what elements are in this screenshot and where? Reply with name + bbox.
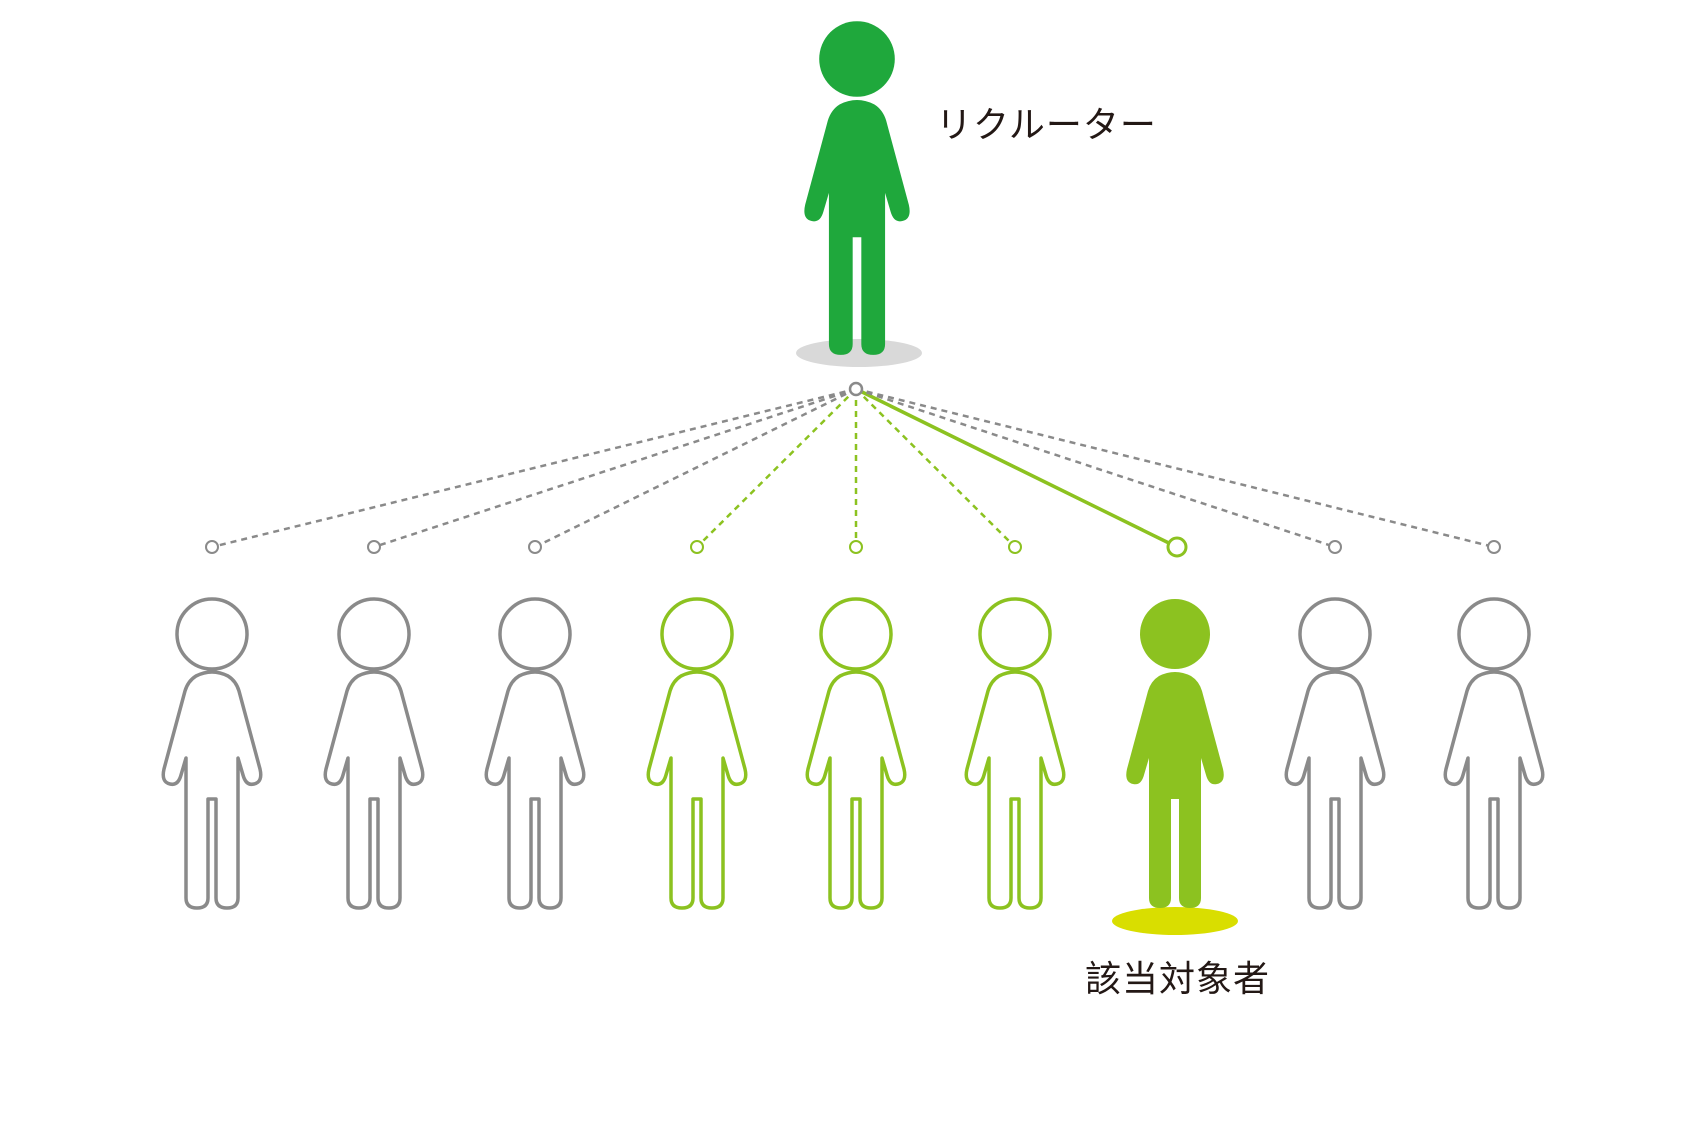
- link-line-4: [696, 388, 857, 548]
- link-line-9: [855, 387, 1495, 549]
- person-outline-icon: [161, 597, 263, 910]
- head-shape: [660, 597, 734, 671]
- head-shape: [819, 21, 895, 97]
- link-line-1: [211, 387, 857, 549]
- link-node-3: [528, 540, 542, 554]
- link-node-5: [849, 540, 863, 554]
- body-shape: [1284, 670, 1386, 910]
- link-node-8: [1328, 540, 1342, 554]
- link-node-2: [367, 540, 381, 554]
- body-shape: [805, 670, 907, 910]
- body-shape: [804, 100, 910, 355]
- link-line-7: [855, 387, 1178, 549]
- person-outline-icon: [646, 597, 748, 910]
- body-shape: [1126, 672, 1224, 908]
- person-outline-icon: [1284, 597, 1386, 910]
- hub-node: [848, 381, 864, 397]
- person-outline-icon: [323, 597, 425, 910]
- target-person-label: 該当対象者: [1085, 959, 1271, 1000]
- person-filled-icon: [1126, 599, 1224, 908]
- head-shape: [819, 597, 893, 671]
- body-shape: [484, 670, 586, 910]
- body-shape: [1443, 670, 1545, 910]
- person-filled-icon: [804, 21, 910, 355]
- head-shape: [1457, 597, 1531, 671]
- body-shape: [646, 670, 748, 910]
- link-line-3: [534, 387, 857, 549]
- person-outline-icon: [484, 597, 586, 910]
- recruiter-label: リクルーター: [936, 105, 1157, 146]
- link-node-6: [1008, 540, 1022, 554]
- person-outline-icon: [1443, 597, 1545, 910]
- body-shape: [964, 670, 1066, 910]
- link-line-2: [373, 387, 857, 549]
- head-shape: [1140, 599, 1210, 669]
- recruiter-figure: [796, 21, 922, 367]
- person-outline-icon: [964, 597, 1066, 910]
- head-shape: [978, 597, 1052, 671]
- recruiter-shadow: [796, 339, 922, 367]
- candidate-row: [161, 597, 1545, 935]
- link-node-7: [1166, 536, 1188, 558]
- head-shape: [175, 597, 249, 671]
- person-outline-icon: [805, 597, 907, 910]
- head-shape: [498, 597, 572, 671]
- body-shape: [323, 670, 425, 910]
- link-node-4: [690, 540, 704, 554]
- link-line-6: [855, 388, 1016, 548]
- link-line-8: [855, 387, 1336, 549]
- connection-lines: [205, 381, 1501, 558]
- link-node-1: [205, 540, 219, 554]
- head-shape: [1298, 597, 1372, 671]
- link-node-9: [1487, 540, 1501, 554]
- body-shape: [161, 670, 263, 910]
- head-shape: [337, 597, 411, 671]
- target-highlight: [1112, 907, 1238, 935]
